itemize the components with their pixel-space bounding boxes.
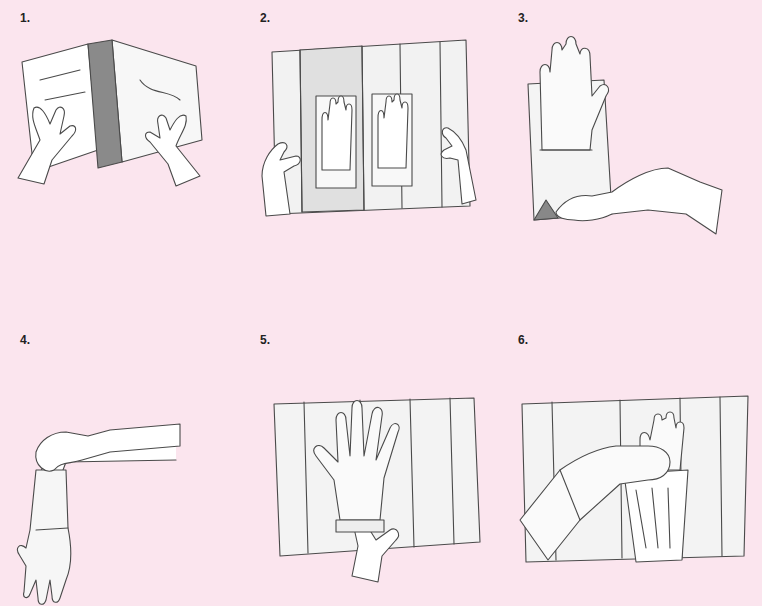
step-number: 4.: [20, 333, 30, 347]
step-4-drawing: [18, 424, 180, 604]
step-1-drawing: [18, 40, 202, 186]
step-number: 3.: [518, 11, 528, 25]
step-5-drawing: [274, 398, 480, 582]
step-number: 2.: [260, 11, 270, 25]
step-number: 5.: [260, 333, 270, 347]
step-3-drawing: [528, 37, 722, 235]
step-6-drawing: [520, 396, 748, 562]
step-number: 1.: [20, 11, 30, 25]
step-number: 6.: [518, 333, 528, 347]
step-2-drawing: [262, 40, 476, 216]
